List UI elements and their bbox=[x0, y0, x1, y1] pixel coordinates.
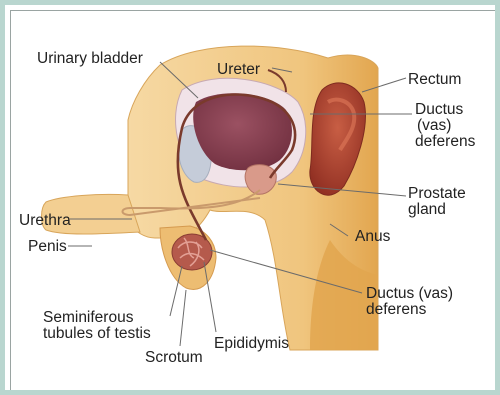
label-scrotum: Scrotum bbox=[145, 350, 203, 365]
leader-scrotum bbox=[180, 290, 186, 346]
label-urethra: Urethra bbox=[19, 213, 71, 228]
label-epididymis: Epididymis bbox=[214, 336, 289, 351]
label-ductus-top-line1: Ductus bbox=[415, 102, 463, 117]
label-rectum: Rectum bbox=[408, 72, 461, 87]
label-seminiferous-line1: Seminiferous bbox=[43, 310, 133, 325]
label-prostate-line2: gland bbox=[408, 202, 446, 217]
label-ductus-top-line2: (vas) bbox=[417, 118, 451, 133]
label-prostate-line1: Prostate bbox=[408, 186, 466, 201]
label-seminiferous-line2: tubules of testis bbox=[43, 326, 151, 341]
diagram-area: Urinary bladder Ureter Rectum Ductus (va… bbox=[10, 10, 500, 395]
label-anus: Anus bbox=[355, 229, 390, 244]
label-ductus-bottom-line2: deferens bbox=[366, 302, 426, 317]
label-ductus-bottom-line1: Ductus (vas) bbox=[366, 286, 453, 301]
label-ductus-top-line3: deferens bbox=[415, 134, 475, 149]
label-ureter: Ureter bbox=[217, 62, 260, 77]
label-urinary-bladder: Urinary bladder bbox=[37, 51, 143, 66]
label-penis: Penis bbox=[28, 239, 67, 254]
